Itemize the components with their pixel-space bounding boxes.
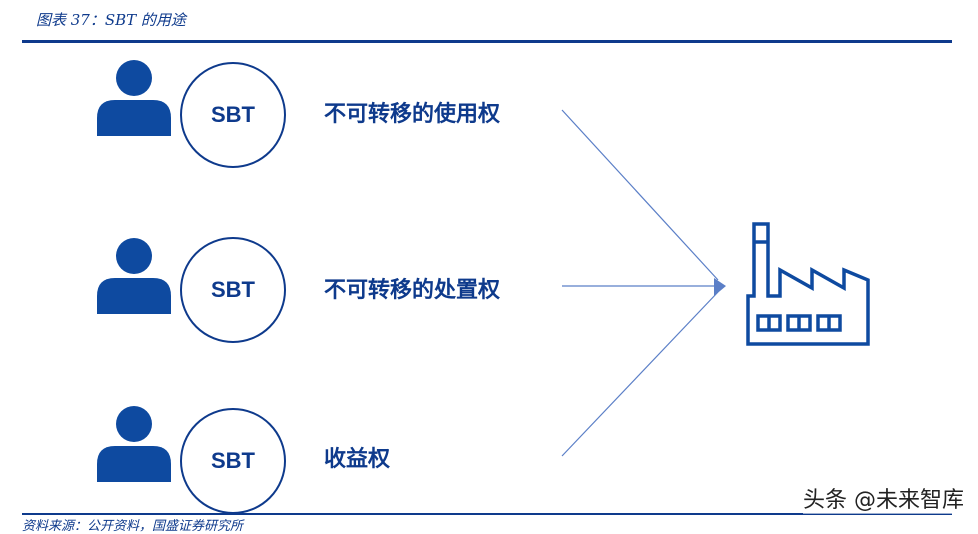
person-icon xyxy=(97,406,171,482)
person-icon xyxy=(97,60,171,136)
watermark: 头条 @未来智库 xyxy=(803,482,964,514)
label-usage-right: 不可转移的使用权 xyxy=(324,102,501,127)
top-divider xyxy=(22,40,952,43)
source-note: 资料来源：公开资料，国盛证券研究所 xyxy=(22,519,244,534)
figure-caption: 图表 37：SBT 的用途 xyxy=(36,11,186,29)
label-income-right: 收益权 xyxy=(324,447,391,472)
bottom-divider xyxy=(22,513,952,515)
factory-icon xyxy=(746,222,870,346)
arrow-line-3 xyxy=(561,291,719,457)
person-icon xyxy=(97,238,171,314)
sbt-token-3: SBT xyxy=(180,408,286,514)
arrow-line-1 xyxy=(561,109,719,281)
sbt-token-1: SBT xyxy=(180,62,286,168)
arrow-head xyxy=(714,278,726,296)
sbt-token-2: SBT xyxy=(180,237,286,343)
label-disposal-right: 不可转移的处置权 xyxy=(324,278,501,303)
